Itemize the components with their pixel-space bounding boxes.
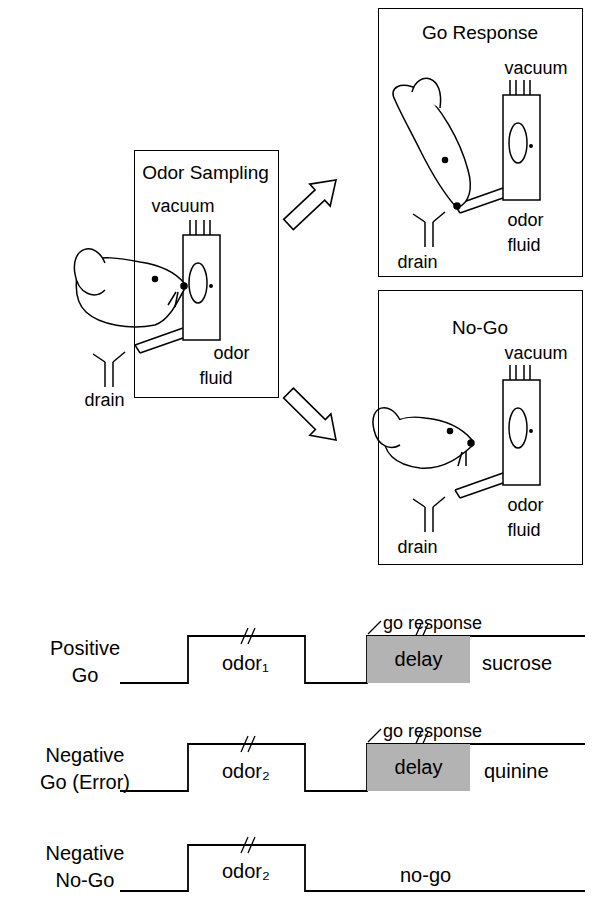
part-label: odor bbox=[508, 495, 544, 516]
part-label: vacuum bbox=[152, 196, 215, 217]
timing-trace bbox=[120, 744, 585, 791]
part-label: drain bbox=[398, 537, 438, 558]
block-arrow bbox=[284, 388, 336, 440]
part-label: vacuum bbox=[505, 343, 568, 364]
part-label: fluid bbox=[508, 235, 541, 256]
part-label: vacuum bbox=[505, 58, 568, 79]
panel-title: Go Response bbox=[422, 22, 538, 44]
stage-panel: Go Response vacuum odor fluid drain bbox=[378, 8, 583, 277]
panel-title: Odor Sampling bbox=[142, 162, 269, 184]
timing-trace bbox=[120, 845, 585, 891]
delay-label: delay bbox=[395, 648, 443, 671]
part-label: odor bbox=[508, 210, 544, 231]
timing-label: Positive Go bbox=[37, 635, 133, 689]
part-label: fluid bbox=[508, 520, 541, 541]
timing-label: quinine bbox=[484, 758, 549, 785]
part-label: drain bbox=[398, 252, 438, 273]
timing-label: go response bbox=[383, 718, 482, 745]
delay-box: delay bbox=[367, 744, 470, 791]
panel-title: No-Go bbox=[452, 317, 508, 339]
timing-label: odor₂ bbox=[222, 858, 270, 885]
timing-label: Negative Go (Error) bbox=[37, 742, 133, 796]
rat-head bbox=[393, 85, 470, 208]
timing-label: Negative No-Go bbox=[37, 840, 133, 894]
delay-label: delay bbox=[395, 756, 443, 779]
timing-label: no-go bbox=[400, 862, 451, 889]
stage-panel: No-Go vacuum odor fluid drain bbox=[378, 290, 583, 565]
timing-label: odor₁ bbox=[222, 650, 269, 677]
delay-box: delay bbox=[367, 636, 470, 683]
part-label: fluid bbox=[200, 368, 233, 389]
timing-label: go response bbox=[383, 610, 482, 637]
part-label: odor bbox=[214, 343, 250, 364]
timing-label: odor₂ bbox=[222, 758, 270, 785]
rat-ear bbox=[74, 249, 105, 295]
timing-label: sucrose bbox=[482, 650, 552, 677]
rat-ear bbox=[412, 78, 441, 108]
part-label: drain bbox=[85, 390, 125, 411]
block-arrow bbox=[284, 180, 336, 230]
stage-panel: Odor Samplingvacuumodorfluiddrain bbox=[134, 150, 279, 398]
timing-trace bbox=[120, 636, 585, 683]
